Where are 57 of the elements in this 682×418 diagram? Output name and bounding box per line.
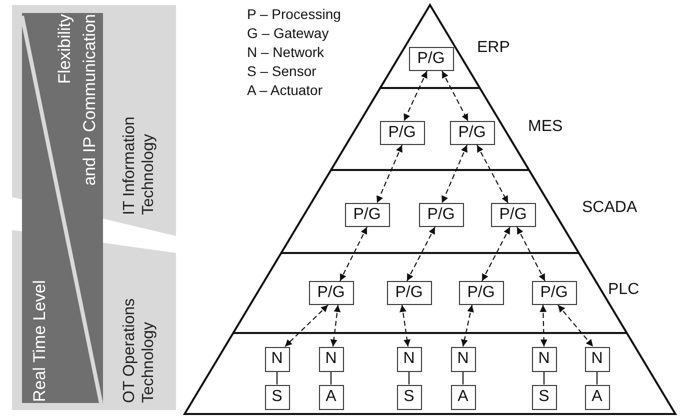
legend-entry: A – Actuator: [247, 82, 322, 99]
processing-box: P/G: [386, 281, 432, 305]
level-label: PLC: [608, 280, 640, 300]
processing-box: P/G: [380, 121, 424, 145]
field-device-box: S: [264, 384, 290, 410]
network-box: N: [450, 346, 476, 372]
processing-box: P/G: [532, 281, 576, 305]
arrow: [540, 304, 548, 347]
band-label: Real Time Level: [30, 279, 50, 402]
connector-line: [543, 372, 545, 384]
processing-box: P/G: [418, 203, 464, 227]
arrow: [406, 226, 436, 282]
processing-box: P/G: [308, 281, 354, 305]
arrow: [404, 70, 428, 122]
processing-box: P/G: [408, 47, 454, 71]
connector-line: [408, 372, 410, 384]
arrow: [376, 144, 402, 204]
arrow: [400, 304, 410, 347]
network-box: N: [584, 346, 610, 372]
level-label: MES: [528, 117, 563, 136]
processing-box: P/G: [458, 281, 504, 305]
arrow: [482, 226, 510, 282]
level-label: SCADA: [582, 198, 638, 218]
arrow: [340, 226, 368, 282]
field-device-box: A: [584, 384, 610, 410]
level-label: ERP: [477, 38, 510, 58]
legend-entry: G – Gateway: [247, 25, 329, 42]
band-label: Flexibility: [54, 14, 75, 86]
connector-line: [276, 372, 278, 384]
domain-label: IT Information Technology: [120, 116, 158, 215]
connector-line: [330, 372, 332, 384]
legend-entry: S – Sensor: [247, 63, 316, 80]
field-device-box: A: [318, 384, 344, 410]
arrow: [516, 226, 546, 282]
processing-box: P/G: [450, 121, 494, 145]
arrow: [330, 304, 341, 347]
arrow: [461, 304, 474, 347]
arrow: [442, 144, 468, 204]
field-device-box: S: [532, 384, 556, 410]
legend-entry: N – Network: [247, 44, 324, 61]
network-box: N: [532, 346, 556, 372]
arrow: [442, 70, 468, 122]
field-device-box: A: [450, 384, 476, 410]
arrow: [284, 304, 328, 347]
connector-line: [462, 372, 464, 384]
connector-line: [596, 372, 598, 384]
processing-box: P/G: [490, 203, 536, 227]
network-box: N: [396, 346, 422, 372]
domain-label: OT Operations Technology: [120, 297, 158, 403]
field-device-box: S: [396, 384, 422, 410]
band-label: and IP Communication: [80, 14, 100, 188]
network-box: N: [264, 346, 290, 372]
processing-box: P/G: [344, 203, 390, 227]
arrow: [476, 144, 508, 204]
arrow: [558, 304, 594, 347]
legend-entry: P – Processing: [247, 6, 341, 23]
network-box: N: [318, 346, 344, 372]
